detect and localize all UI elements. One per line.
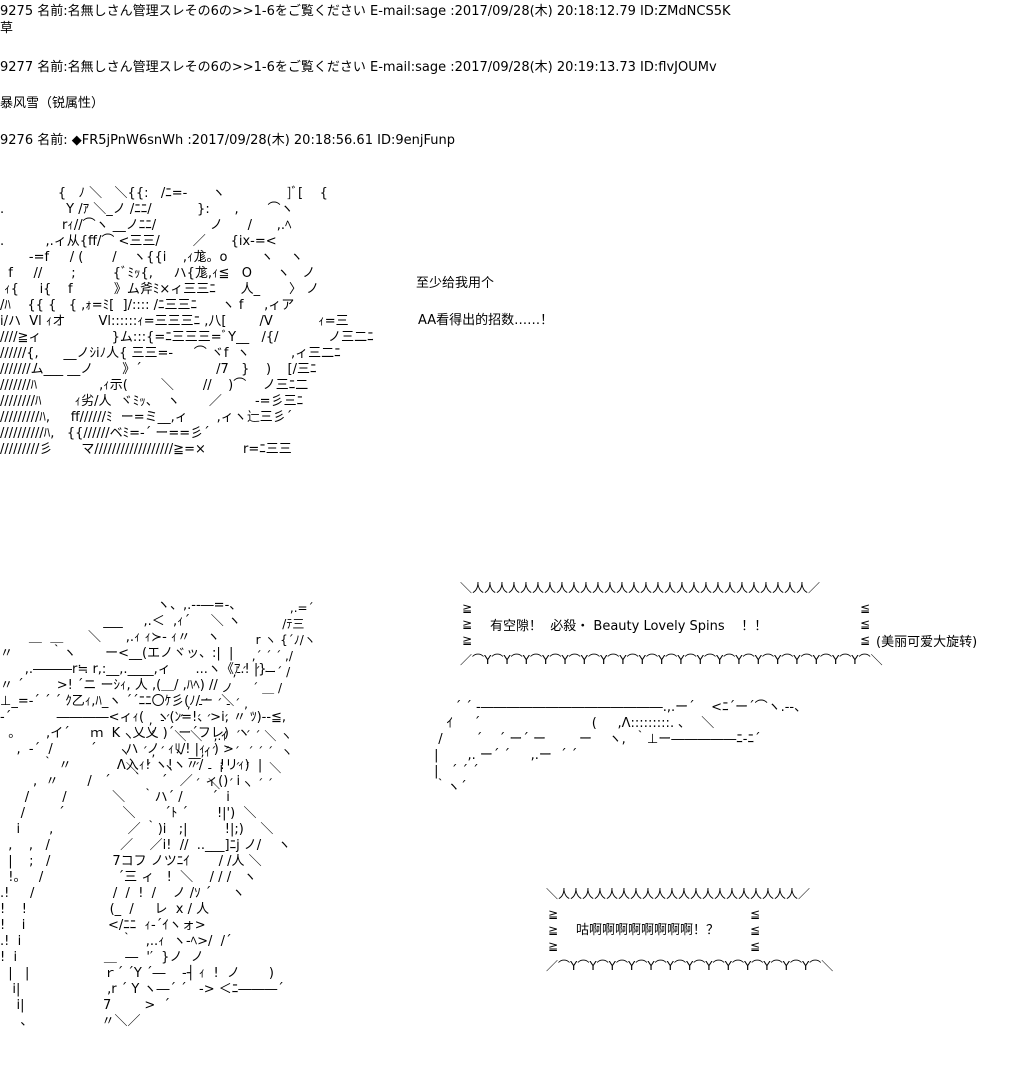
bubble2-top-border: ＼人人人人人人人人人人人人人人人人人人人人／: [546, 887, 811, 901]
bubble-annotation: (美丽可爱大旋转): [876, 635, 978, 650]
bubble2-right-marks: ≦ ≦ ≦: [750, 907, 761, 953]
side-text-line1: 至少给我用个: [416, 276, 495, 291]
bubble-top-border: ＼人人人人人人人人人人人人人人人人人人人人人人人人人人人人／: [460, 581, 821, 595]
ascii-art-upper: { ﾉ ＼ ＼{{: /ﾆ=- ヽ ]ﾞ[ { . Y /ｱ ＼_ノ /ﾆﾆ/ …: [0, 186, 374, 457]
bubble2-left-marks: ≧ ≧ ≧: [548, 907, 559, 953]
bubble-left-marks: ≧ ≧ ≧: [462, 601, 473, 647]
bubble2-text: 咕啊啊啊啊啊啊啊啊！？: [576, 923, 720, 938]
ascii-art-weapon: ´ ´ ‐――――――――――――――.,.ー´ <ﾆ´ー´⌒ヽ.‐-、 ｲ ´…: [434, 700, 808, 795]
bubble-attack-text: 有空隙！ 必殺・ Beauty Lovely Spins ！！: [490, 619, 768, 634]
ascii-art-character: ヽ、,.--―=-、 ___ ,.＜ ,ｨ´ ＼ ヽ ＿ ＿ ＼ ,.ｨ ｨ≻-…: [0, 598, 291, 1029]
bubble-bottom-border: ／⌒Y⌒Y⌒Y⌒Y⌒Y⌒Y⌒Y⌒Y⌒Y⌒Y⌒Y⌒Y⌒Y⌒Y⌒Y⌒Y⌒Y⌒Y⌒Y⌒…: [460, 653, 883, 667]
post-header-9275: 9275 名前:名無しさん管理スレその6の>>1-6をご覧ください E-mail…: [0, 4, 731, 19]
side-text-line2: AA看得出的招数……！: [418, 313, 554, 328]
bubble2-bottom-border: ／⌒Y⌒Y⌒Y⌒Y⌒Y⌒Y⌒Y⌒Y⌒Y⌒Y⌒Y⌒Y⌒Y⌒＼: [546, 959, 834, 973]
post-body-9275: 草: [0, 21, 14, 36]
ascii-art-limbs: ,.=´ /ﾃ三 r ヽ {´ﾉ/ヽ: [118, 601, 316, 791]
post-header-9276: 9276 名前: ◆FR5jPnW6snWh :2017/09/28(木) 20…: [0, 133, 455, 148]
post-header-9277: 9277 名前:名無しさん管理スレその6の>>1-6をご覧ください E-mail…: [0, 60, 717, 75]
bubble-right-marks: ≦ ≦ ≦: [860, 601, 871, 647]
post-body-9277: 暴风雪（锐属性）: [0, 96, 105, 111]
